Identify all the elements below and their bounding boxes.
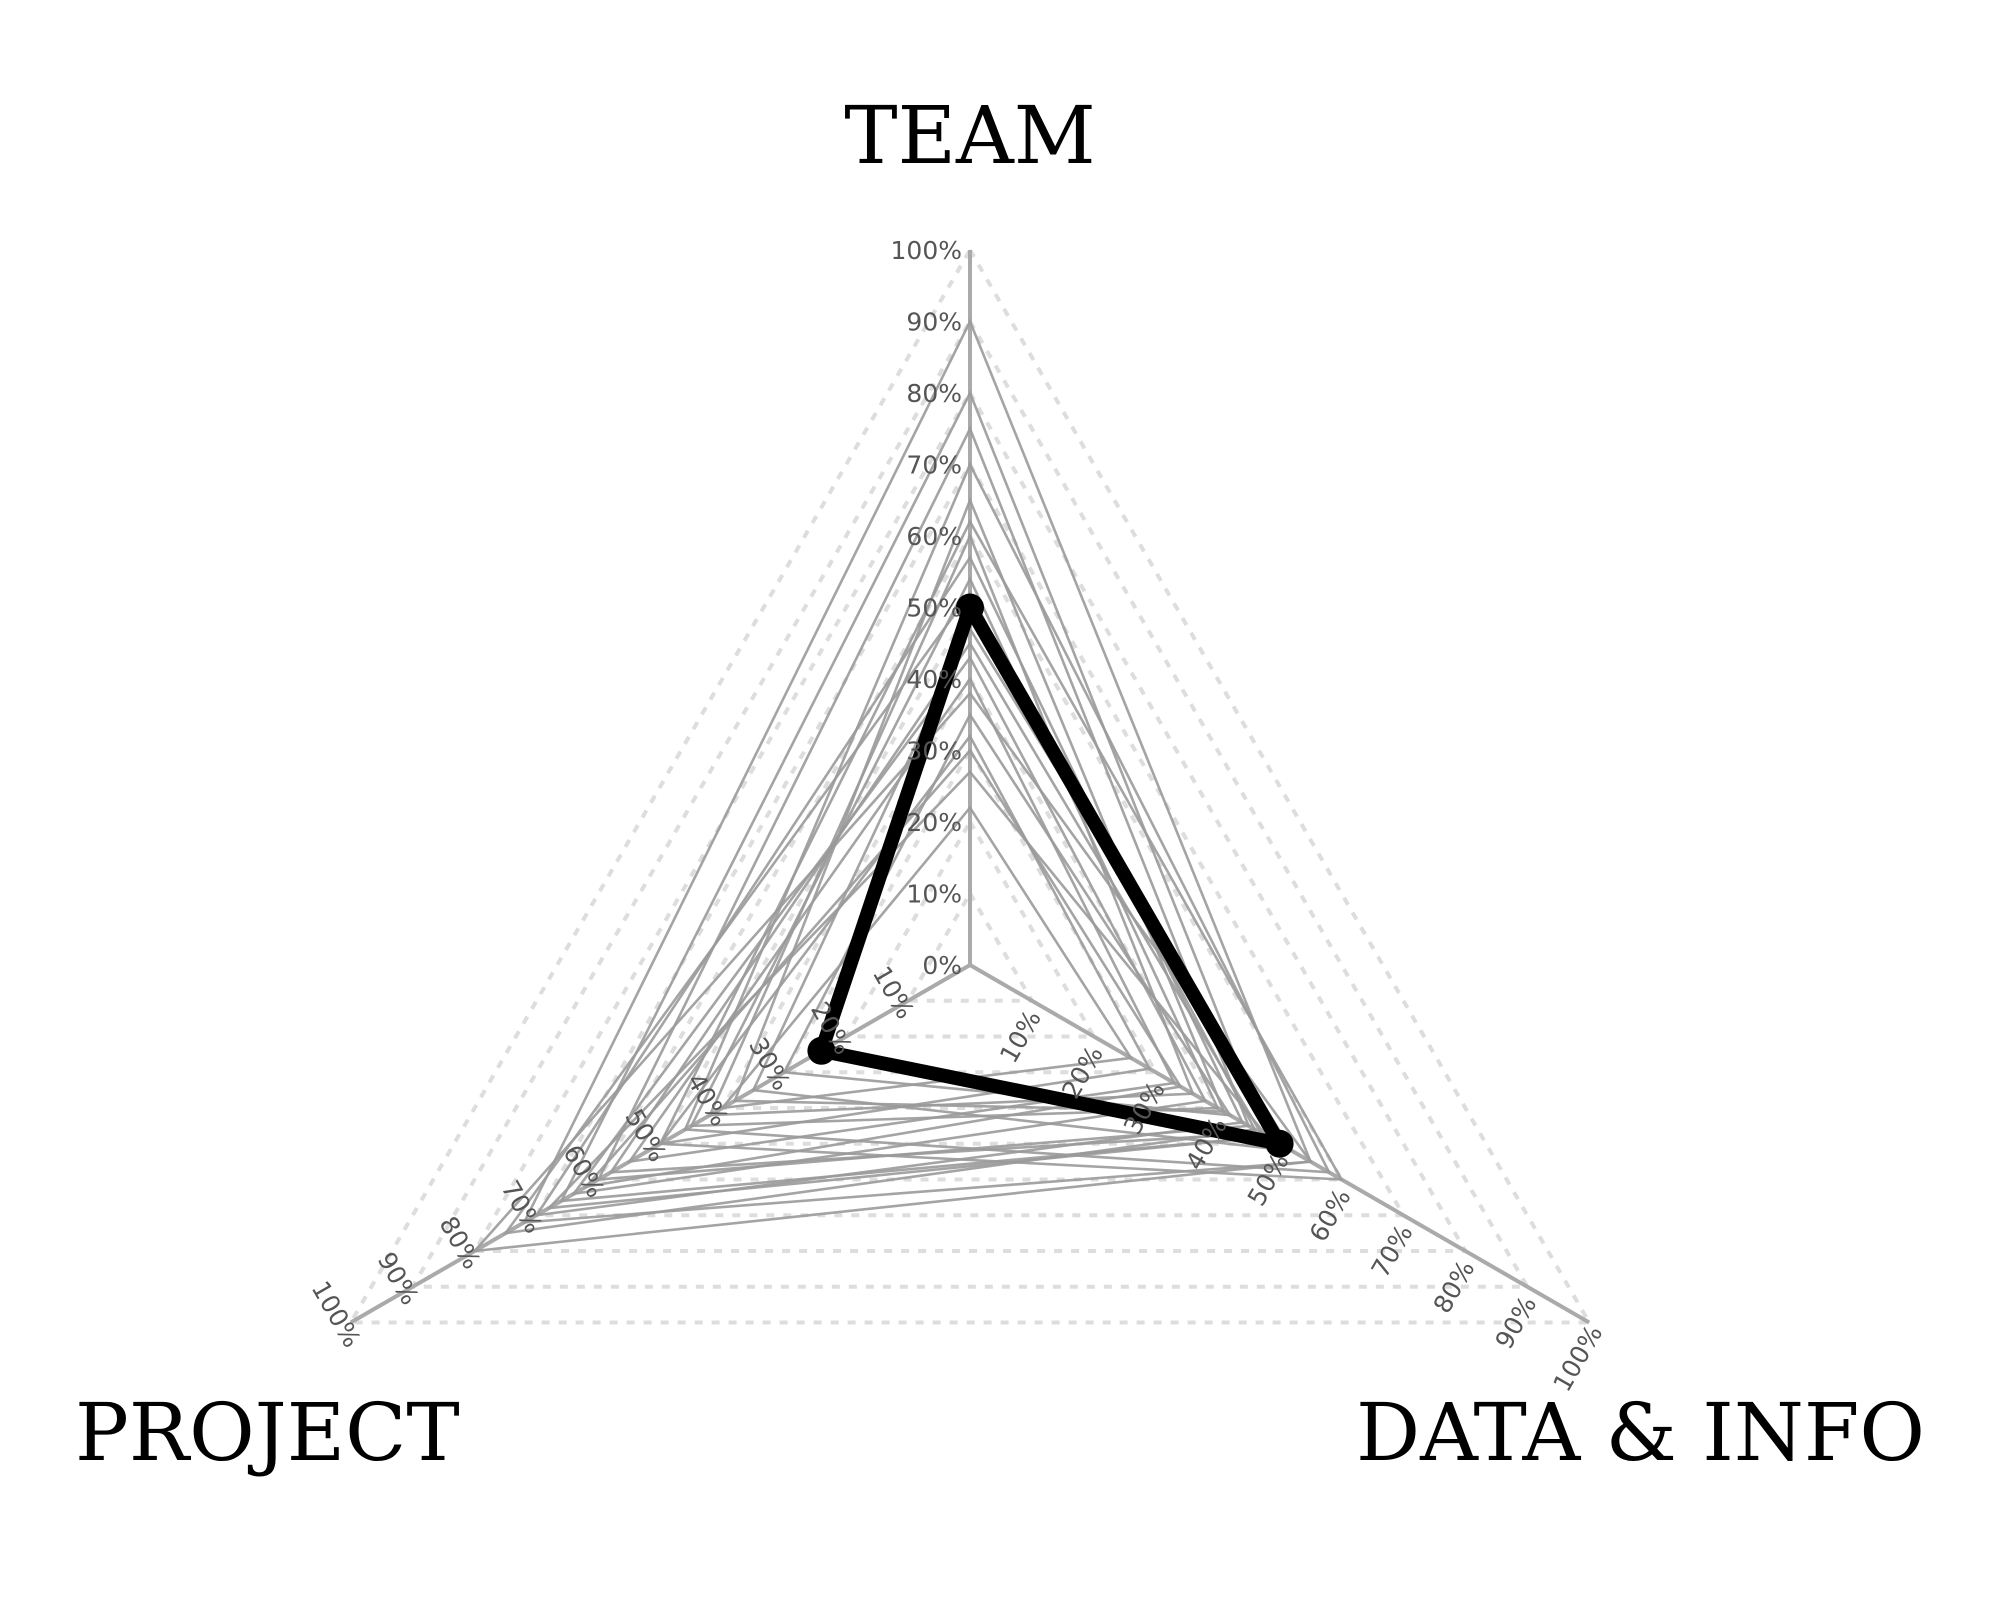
tick-label-team: 80% xyxy=(906,379,962,408)
background-series xyxy=(582,748,1183,1189)
highlight-point xyxy=(956,593,984,622)
highlight-point xyxy=(1265,1129,1294,1158)
highlight-series xyxy=(814,600,1287,1151)
background-series xyxy=(559,389,1270,1203)
axis-title-project: PROJECT xyxy=(75,1386,460,1479)
grid-ring xyxy=(471,389,1469,1253)
tick-label-team: 90% xyxy=(906,308,962,337)
tick-label-data-info: 100% xyxy=(1547,1320,1608,1396)
tick-label-project: 90% xyxy=(372,1247,425,1310)
highlight-layer xyxy=(807,593,1294,1158)
grid-ring xyxy=(842,818,1098,1039)
tick-label-team: 60% xyxy=(906,522,962,551)
background-series xyxy=(732,496,1226,1113)
tick-label-data-info: 70% xyxy=(1366,1220,1419,1283)
tick-label-team: 20% xyxy=(906,808,962,837)
tick-label-team: 70% xyxy=(906,451,962,480)
tick-label-team: 40% xyxy=(906,665,962,694)
highlight-point xyxy=(807,1036,836,1065)
grid-ring xyxy=(904,889,1036,1003)
background-series xyxy=(626,676,1177,1164)
grid-ring xyxy=(347,245,1593,1325)
tick-label-team: 10% xyxy=(906,880,962,909)
tick-label-team: 30% xyxy=(906,737,962,766)
tick-label-team: 100% xyxy=(891,236,962,265)
background-series xyxy=(608,640,1264,1174)
background-series xyxy=(658,518,1344,1181)
grid-ring xyxy=(595,532,1345,1182)
grid-ring xyxy=(409,317,1531,1289)
axis-title-team: TEAM xyxy=(844,89,1095,182)
axis-title-data-info: DATA & INFO xyxy=(1356,1386,1925,1479)
tick-label-data-info: 80% xyxy=(1428,1255,1481,1318)
tick-label-data-info: 10% xyxy=(994,1005,1047,1068)
axis-layer xyxy=(349,250,1591,1325)
background-series xyxy=(683,461,1332,1174)
tick-label-team: 50% xyxy=(906,594,962,623)
background-series xyxy=(521,318,1313,1224)
tick-label-team: 0% xyxy=(922,951,962,980)
